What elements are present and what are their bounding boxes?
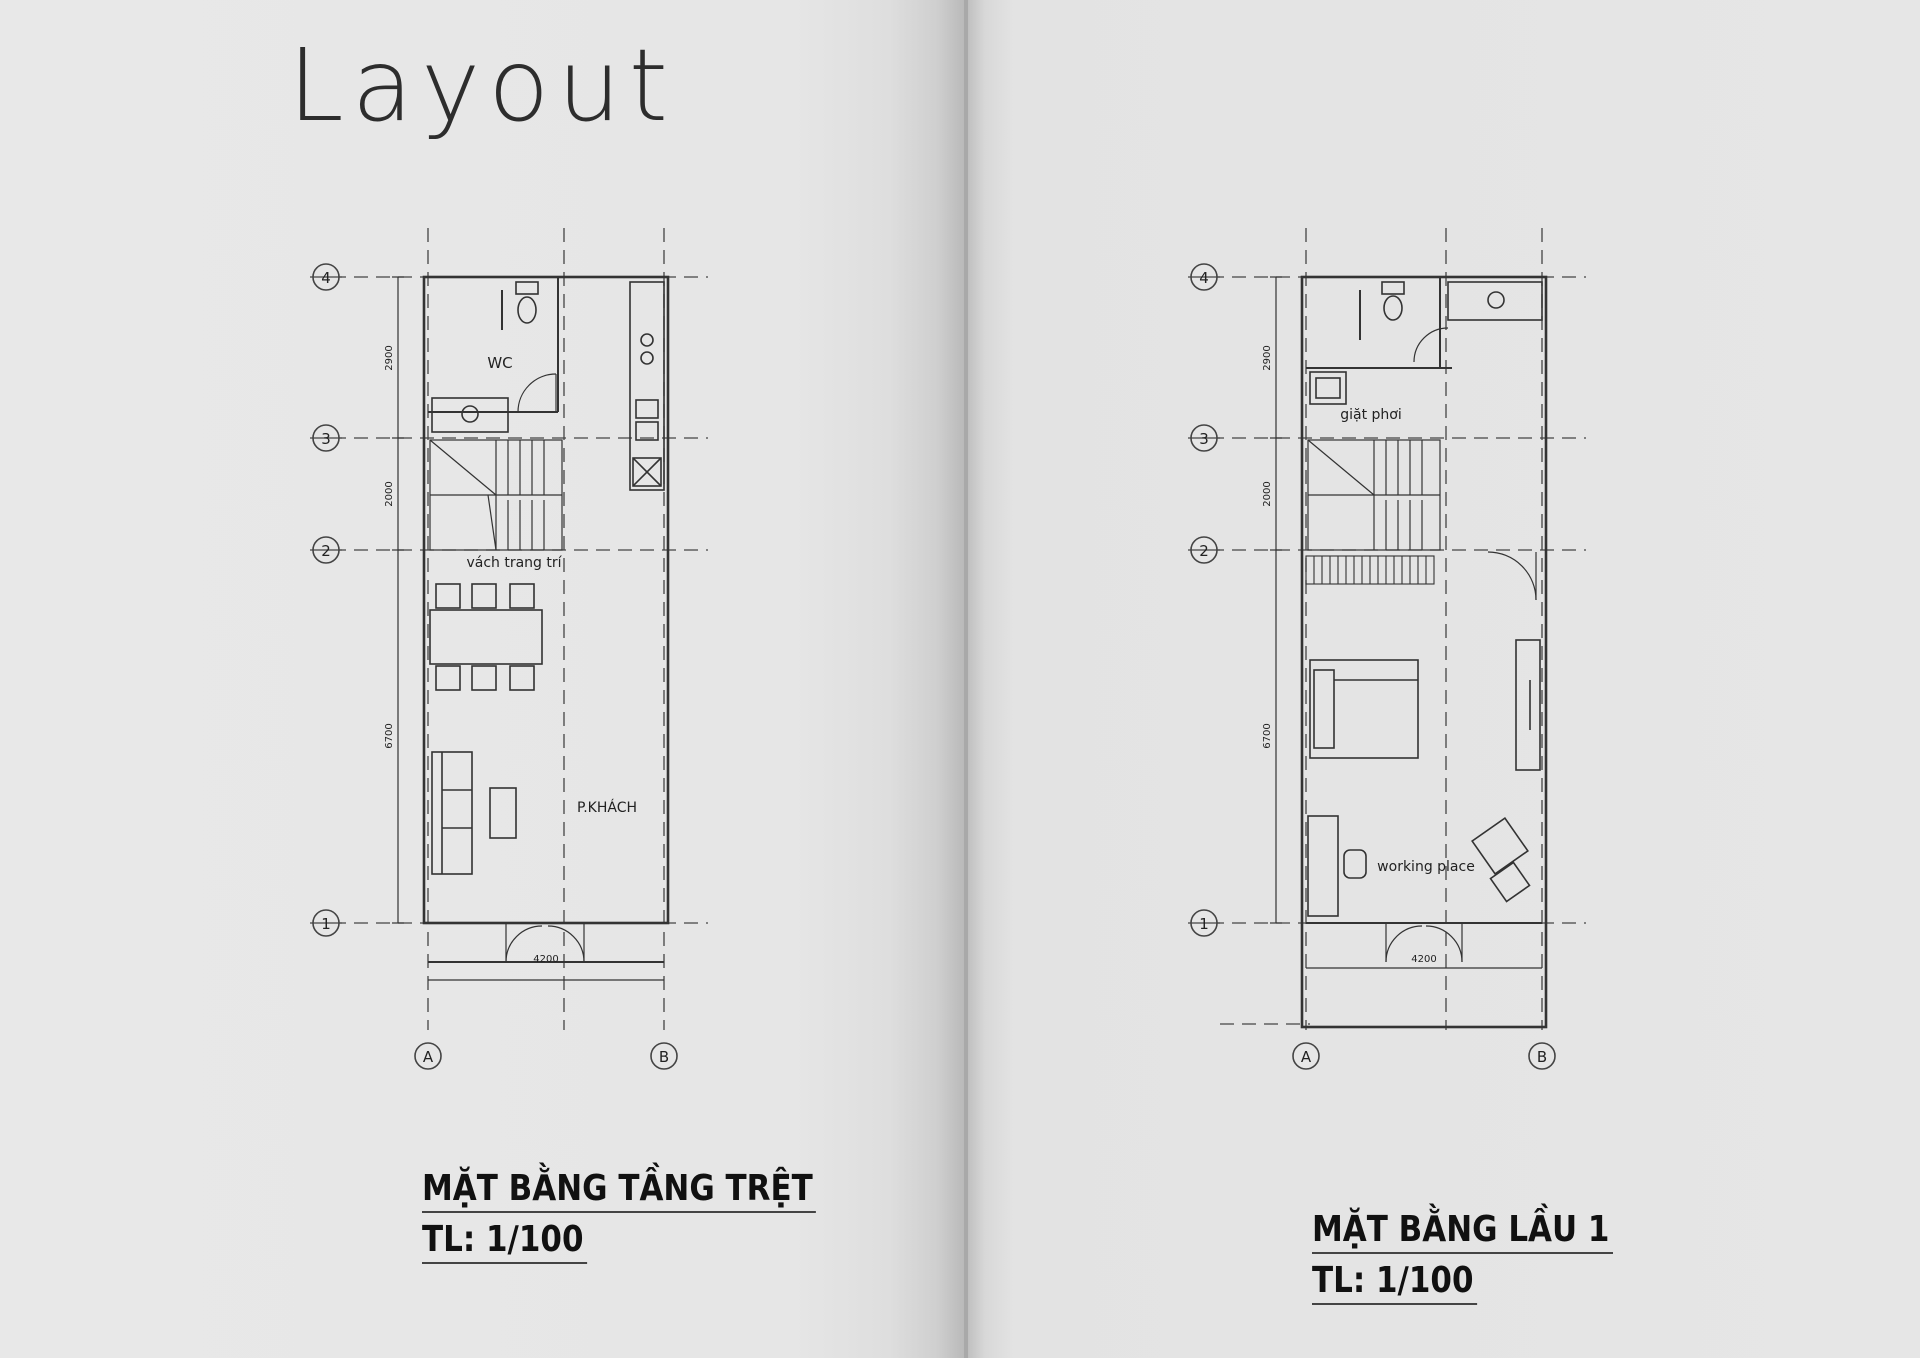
- grid-label-2: 2: [1199, 542, 1209, 560]
- stair-railing: [1305, 555, 1435, 585]
- grid-label-1: 1: [321, 915, 331, 933]
- wardrobe: [1515, 639, 1541, 771]
- grid-label-b: B: [659, 1048, 669, 1066]
- fridge-icon: [632, 457, 662, 487]
- dim-label-6700: 6700: [384, 723, 395, 748]
- room-label-wc: WC: [487, 354, 512, 372]
- staircase: [1307, 439, 1441, 551]
- sink-icon: [461, 405, 479, 423]
- room-label-decor-partition: vách trang trí: [466, 555, 562, 571]
- plan-first-floor: [1210, 228, 1586, 1030]
- book-spine: [964, 0, 968, 1358]
- plan-ground-floor: [332, 228, 708, 1030]
- right-page: [966, 0, 1920, 1358]
- dim-label-2900: 2900: [384, 345, 395, 370]
- grid-label-2: 2: [321, 542, 331, 560]
- dimension-line: [1270, 276, 1542, 969]
- bed-icon: [1309, 659, 1419, 759]
- dim-label-6700: 6700: [1262, 723, 1273, 748]
- armchair-icon: [1471, 817, 1531, 903]
- sink-icon: [1487, 291, 1505, 309]
- outer-wall: [422, 275, 670, 925]
- bubble-leaders: [310, 276, 1220, 924]
- kitchen-sink-icon: [635, 399, 659, 441]
- dimension-line: [392, 276, 664, 981]
- grid-label-3: 3: [321, 430, 331, 448]
- left-page: [0, 0, 966, 1358]
- plan-name: MẶT BẰNG LẦU 1: [1312, 1209, 1613, 1254]
- grid-label-a: A: [1301, 1048, 1312, 1066]
- grid-label-a: A: [423, 1048, 434, 1066]
- room-label-working-place: working place: [1377, 859, 1475, 875]
- dim-label-4200: 4200: [533, 954, 558, 965]
- page-title: Layout: [288, 27, 676, 144]
- plan-title-ground-floor: MẶT BẰNG TẦNG TRỆT TL: 1/100: [422, 1168, 817, 1264]
- dim-label-2900: 2900: [1262, 345, 1273, 370]
- sink-counter: [431, 397, 509, 433]
- staircase: [429, 439, 563, 551]
- door-swing-wc: [517, 373, 557, 413]
- door-swing-bedroom: [1487, 551, 1537, 601]
- toilet-icon: [1381, 281, 1405, 321]
- grid-label-3: 3: [1199, 430, 1209, 448]
- grid-label-4: 4: [1199, 269, 1209, 287]
- sofa-icon: [431, 751, 473, 875]
- room-label-laundry: giặt phơi: [1340, 407, 1402, 423]
- grid-bubbles: [312, 263, 1556, 1070]
- grid-label-1: 1: [1199, 915, 1209, 933]
- plan-scale: TL: 1/100: [422, 1219, 587, 1264]
- desk: [1307, 815, 1339, 917]
- grid-label-4: 4: [321, 269, 331, 287]
- door-swing-bath: [1413, 327, 1449, 363]
- outer-wall: [1300, 275, 1548, 1029]
- toilet-icon: [515, 281, 539, 324]
- grid-label-b: B: [1537, 1048, 1547, 1066]
- dim-label-4200: 4200: [1411, 954, 1436, 965]
- plan-title-first-floor: MẶT BẰNG LẦU 1 TL: 1/100: [1312, 1209, 1613, 1305]
- balcony-doors: [1385, 923, 1463, 963]
- entrance-doors: [505, 923, 585, 963]
- kitchen-counter: [629, 281, 665, 491]
- room-label-living-room: P.KHÁCH: [577, 799, 637, 816]
- dim-label-2000: 2000: [384, 481, 395, 506]
- plan-scale: TL: 1/100: [1312, 1260, 1477, 1305]
- dining-set: [429, 583, 543, 691]
- stove-icon: [640, 333, 654, 365]
- plan-name: MẶT BẰNG TẦNG TRỆT: [422, 1168, 817, 1213]
- dim-label-2000: 2000: [1262, 481, 1273, 506]
- desk-chair-icon: [1343, 849, 1367, 879]
- sink-counter: [1447, 281, 1543, 321]
- coffee-table: [489, 787, 517, 839]
- washing-machine-icon: [1309, 371, 1347, 405]
